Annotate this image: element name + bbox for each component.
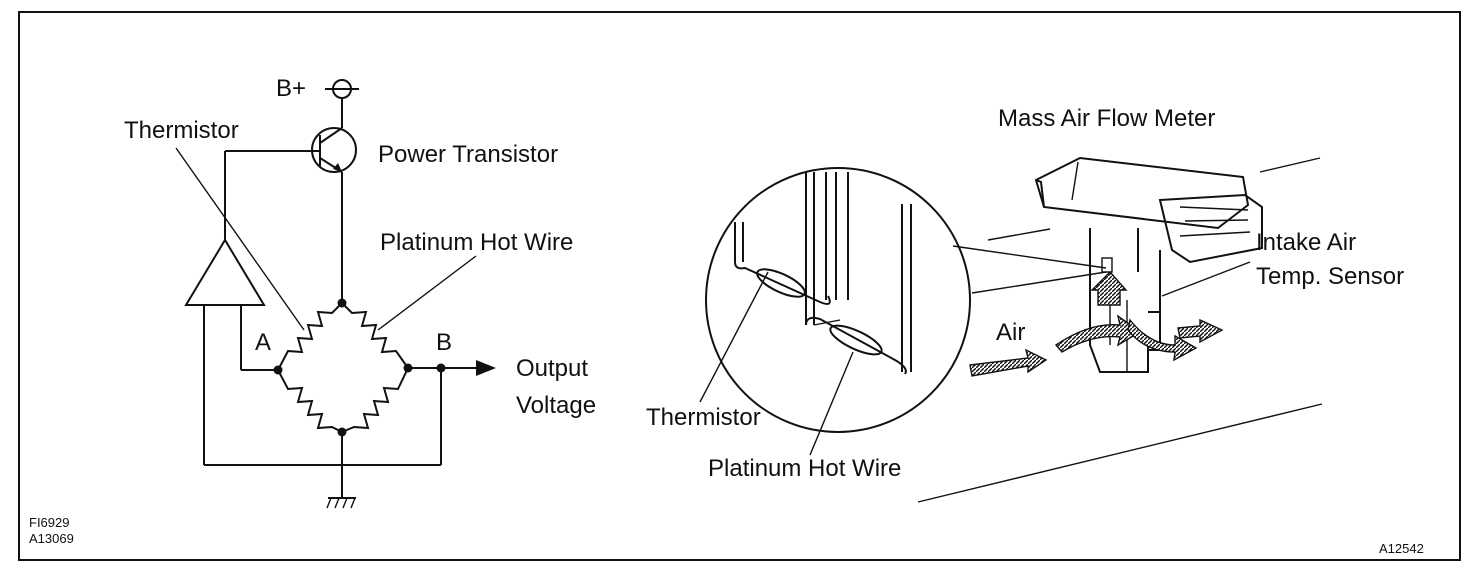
- meter-title: Mass Air Flow Meter: [998, 105, 1215, 132]
- air-arrow-inlet: [969, 348, 1048, 377]
- bridge-network: [273, 298, 496, 509]
- output-label-line2: Voltage: [516, 392, 596, 419]
- detail-thermistor-label: Thermistor: [646, 404, 761, 431]
- sensor-label-line1: Intake Air: [1256, 229, 1356, 256]
- airflow-arrows: [969, 270, 1224, 377]
- circuit-diagram: B+ Power Transistor: [29, 75, 596, 546]
- detail-hotwire-leader: [809, 351, 854, 456]
- supply-terminal: [325, 79, 359, 128]
- output-label-line1: Output: [516, 355, 588, 382]
- air-arrow-up: [1090, 270, 1128, 306]
- figure-frame: [18, 11, 1461, 561]
- fig-code-right: A12542: [1379, 541, 1424, 556]
- air-arrow-curve-right: [1127, 318, 1198, 362]
- detail-thermistor-leader: [699, 271, 769, 403]
- hotwire-leader: [377, 255, 477, 331]
- fig-code-left-1: FI6929: [29, 515, 69, 530]
- hotwire-label: Platinum Hot Wire: [380, 229, 573, 256]
- detail-hotwire-label: Platinum Hot Wire: [708, 455, 901, 482]
- thermistor-leader: [175, 147, 305, 331]
- amplifier-symbol: [184, 151, 442, 466]
- power-transistor-symbol: [225, 127, 357, 303]
- node-a-label: A: [255, 329, 271, 356]
- fig-code-left-2: A13069: [29, 531, 74, 546]
- meter-body: [917, 156, 1323, 503]
- thermistor-label: Thermistor: [124, 117, 239, 144]
- supply-label: B+: [276, 75, 306, 102]
- meter-illustration: Mass Air Flow Meter Thermistor Platinum …: [646, 105, 1424, 556]
- sensor-leader: [1161, 261, 1251, 297]
- air-label: Air: [996, 319, 1025, 346]
- transistor-label: Power Transistor: [378, 141, 558, 168]
- air-arrow-outlet: [1177, 318, 1224, 344]
- node-b-label: B: [436, 329, 452, 356]
- detail-magnifier: [705, 167, 1107, 433]
- sensor-label-line2: Temp. Sensor: [1256, 263, 1404, 290]
